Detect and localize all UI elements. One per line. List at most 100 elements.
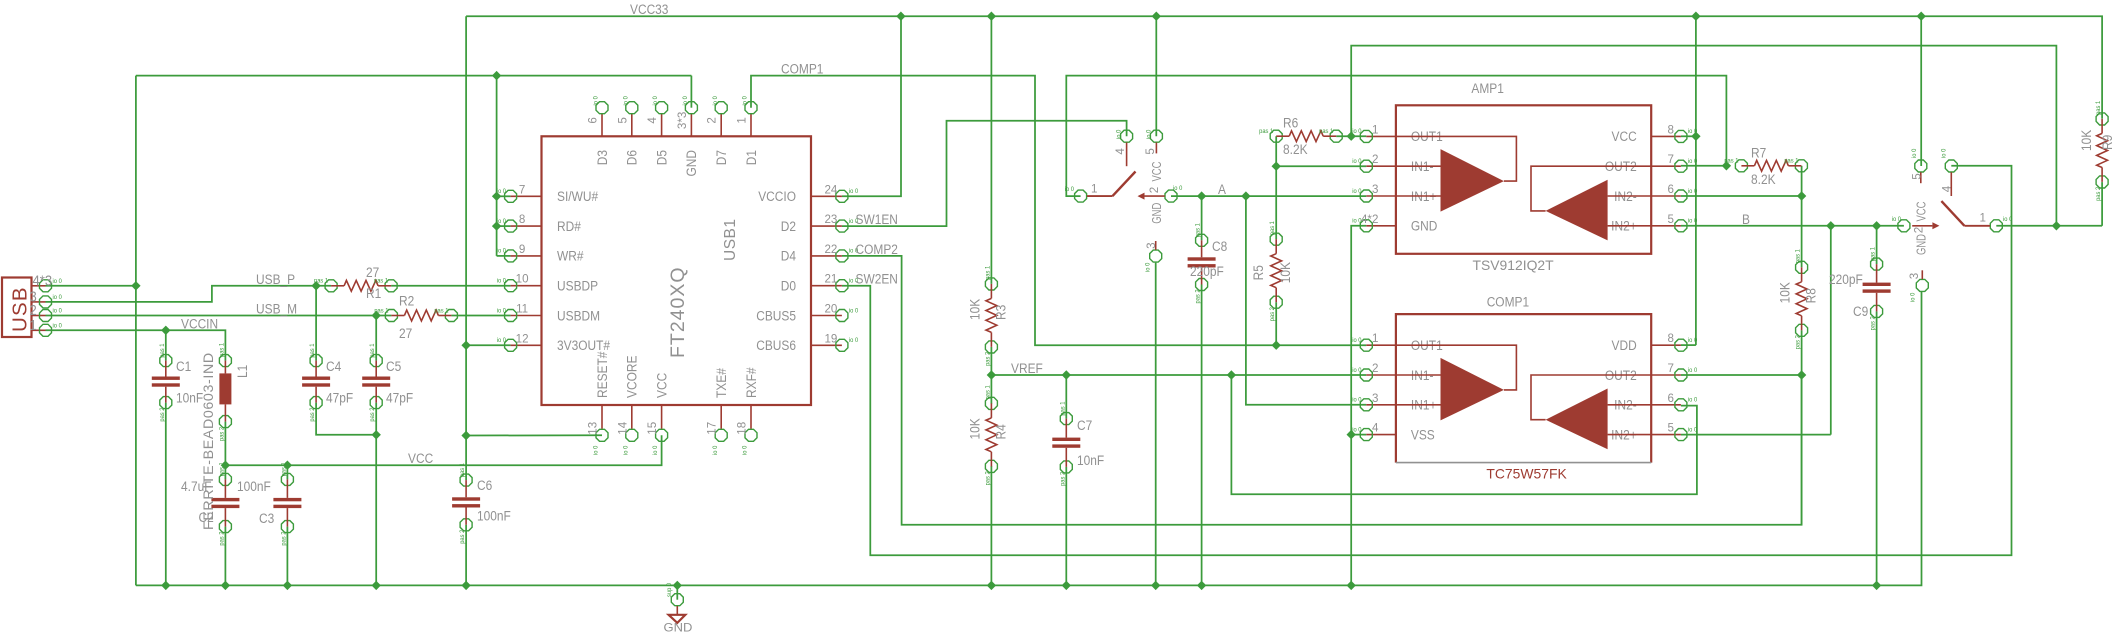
svg-text:5: 5 — [1668, 422, 1674, 435]
svg-text:1: 1 — [1372, 332, 1378, 345]
svg-text:io 0: io 0 — [1940, 148, 1947, 158]
svg-text:pas 2: pas 2 — [280, 531, 287, 546]
svg-text:D6: D6 — [624, 150, 640, 165]
svg-text:USB1: USB1 — [722, 219, 739, 262]
svg-text:D2: D2 — [781, 218, 796, 234]
svg-text:21: 21 — [824, 273, 837, 286]
svg-text:io 0: io 0 — [849, 277, 859, 284]
svg-text:CBUS6: CBUS6 — [756, 337, 796, 353]
svg-text:GND: GND — [1411, 218, 1438, 234]
svg-text:13: 13 — [587, 422, 600, 435]
svg-text:io 0: io 0 — [1688, 396, 1698, 403]
svg-text:C9: C9 — [1853, 303, 1868, 319]
svg-text:pas 1: pas 1 — [1319, 128, 1334, 135]
svg-text:6: 6 — [1668, 392, 1674, 405]
svg-text:11: 11 — [516, 303, 528, 316]
svg-text:USB_P: USB_P — [256, 271, 295, 287]
svg-text:io 0: io 0 — [1144, 262, 1151, 272]
svg-text:pas 1: pas 1 — [374, 277, 389, 284]
svg-text:pas 1: pas 1 — [1269, 221, 1276, 236]
svg-text:VCCIO: VCCIO — [758, 188, 796, 204]
svg-text:io 0: io 0 — [53, 294, 63, 301]
svg-text:220pF: 220pF — [1829, 271, 1863, 287]
svg-text:FT240XQ: FT240XQ — [667, 266, 689, 358]
svg-text:47pF: 47pF — [386, 390, 413, 406]
svg-text:pas 1: pas 1 — [984, 385, 991, 400]
svg-text:4.7uF: 4.7uF — [181, 478, 212, 494]
svg-text:pas 2: pas 2 — [1059, 471, 1066, 486]
svg-text:pas 1: pas 1 — [159, 343, 166, 358]
svg-text:10K: 10K — [1277, 262, 1293, 283]
svg-text:10nF: 10nF — [176, 390, 203, 406]
svg-text:pas 1: pas 1 — [434, 307, 449, 314]
svg-text:pas 1: pas 1 — [459, 462, 466, 477]
svg-text:FERRITE-BEAD0603-IND: FERRITE-BEAD0603-IND — [201, 352, 217, 530]
svg-text:io 0: io 0 — [1688, 158, 1698, 165]
svg-text:pas 2: pas 2 — [1194, 289, 1201, 304]
svg-text:COMP1: COMP1 — [1487, 293, 1529, 309]
svg-text:24: 24 — [824, 183, 837, 196]
svg-text:20: 20 — [824, 303, 837, 316]
svg-text:B: B — [1742, 211, 1750, 227]
svg-text:io 0: io 0 — [1688, 217, 1698, 224]
svg-text:io 0: io 0 — [1352, 158, 1362, 165]
svg-text:io 0: io 0 — [497, 277, 507, 284]
svg-text:GND: GND — [664, 621, 693, 634]
svg-text:8: 8 — [519, 213, 525, 226]
svg-text:sup 0: sup 0 — [666, 582, 673, 597]
svg-text:3V3OUT#: 3V3OUT# — [557, 337, 611, 353]
svg-text:8: 8 — [1668, 123, 1674, 136]
svg-text:A: A — [1218, 181, 1226, 197]
svg-text:io 0: io 0 — [1352, 396, 1362, 403]
svg-text:TSV912IQ2T: TSV912IQ2T — [1473, 257, 1555, 273]
svg-text:C5: C5 — [386, 358, 401, 374]
svg-text:15: 15 — [646, 422, 659, 435]
svg-text:pas 1: pas 1 — [314, 277, 329, 284]
svg-text:io 0: io 0 — [712, 445, 719, 455]
svg-text:4: 4 — [1114, 148, 1127, 155]
svg-text:pas 2: pas 2 — [1269, 307, 1276, 322]
svg-text:io 0: io 0 — [622, 445, 629, 455]
svg-text:COMP2: COMP2 — [856, 241, 898, 257]
svg-text:6: 6 — [587, 117, 600, 123]
svg-text:io 0: io 0 — [1909, 292, 1916, 302]
svg-text:VCC: VCC — [1915, 202, 1929, 222]
svg-text:pas 1: pas 1 — [1794, 249, 1801, 264]
svg-text:io 0: io 0 — [849, 337, 859, 344]
svg-text:100nF: 100nF — [477, 508, 511, 524]
svg-text:USB_M: USB_M — [256, 301, 297, 317]
svg-text:COMP1: COMP1 — [781, 61, 823, 77]
svg-text:io 0: io 0 — [53, 307, 63, 314]
svg-text:io 0: io 0 — [1688, 367, 1698, 374]
svg-text:100nF: 100nF — [237, 478, 271, 494]
svg-text:io 0: io 0 — [849, 188, 859, 195]
svg-text:VCC: VCC — [1612, 128, 1637, 144]
svg-text:R7: R7 — [1751, 144, 1766, 160]
svg-text:io 0: io 0 — [1173, 185, 1183, 192]
svg-text:pas 1: pas 1 — [1784, 157, 1799, 164]
svg-text:io 0: io 0 — [741, 96, 748, 106]
svg-text:pas 1: pas 1 — [218, 342, 225, 357]
svg-text:pas 2: pas 2 — [2095, 186, 2102, 201]
svg-text:io 0: io 0 — [1145, 129, 1152, 139]
svg-text:io 0: io 0 — [1352, 128, 1362, 135]
svg-text:D1: D1 — [743, 150, 759, 165]
svg-text:VCC: VCC — [408, 450, 433, 466]
svg-text:pas 2: pas 2 — [1869, 316, 1876, 331]
svg-text:pas 1: pas 1 — [1194, 223, 1201, 238]
svg-text:pas 2: pas 2 — [369, 407, 376, 422]
svg-text:R2: R2 — [399, 293, 414, 309]
svg-text:pas 1: pas 1 — [280, 462, 287, 477]
svg-text:10K: 10K — [966, 418, 982, 439]
svg-text:4*3: 4*3 — [33, 273, 53, 289]
svg-text:pas 1: pas 1 — [1059, 401, 1066, 416]
svg-text:C6: C6 — [477, 477, 492, 493]
svg-text:C2: C2 — [199, 509, 214, 525]
svg-text:18: 18 — [736, 422, 749, 435]
svg-text:23: 23 — [824, 213, 837, 226]
svg-text:io 0: io 0 — [1352, 188, 1362, 195]
svg-text:io 0: io 0 — [592, 445, 599, 455]
svg-text:1: 1 — [1372, 123, 1378, 136]
svg-text:2: 2 — [706, 117, 719, 123]
svg-text:TC75W57FK: TC75W57FK — [1486, 465, 1567, 481]
